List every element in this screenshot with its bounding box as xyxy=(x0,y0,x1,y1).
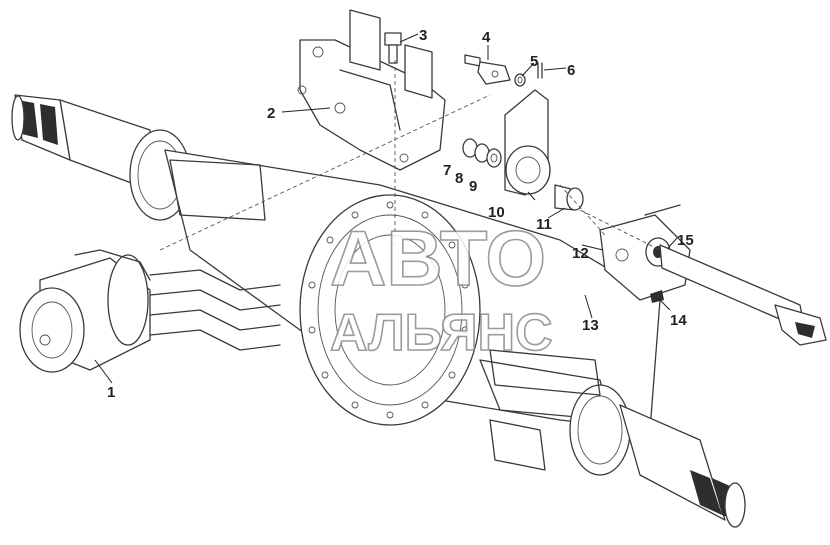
callout-4: 4 xyxy=(482,29,491,46)
grease-fitting xyxy=(650,290,664,303)
cotter-pin xyxy=(537,62,543,79)
mounting-chevrons xyxy=(149,269,281,351)
callout-15: 15 xyxy=(677,232,694,249)
callout-5: 5 xyxy=(530,53,538,70)
callout-1: 1 xyxy=(107,384,115,401)
bolt xyxy=(384,32,402,64)
slack-adjuster xyxy=(504,89,551,196)
callout-10: 10 xyxy=(488,204,505,221)
camshaft xyxy=(659,244,827,346)
callout-7: 7 xyxy=(443,162,451,179)
camshaft-support xyxy=(599,214,691,301)
callout-2: 2 xyxy=(267,105,275,122)
bushing xyxy=(554,184,584,211)
mounting-bracket xyxy=(297,9,446,171)
axle-housing xyxy=(11,94,746,528)
callout-12: 12 xyxy=(572,245,589,262)
callout-13: 13 xyxy=(582,317,599,334)
brake-chamber xyxy=(19,249,151,373)
callout-numbers: 1 2 3 4 5 6 7 8 9 10 11 12 13 14 15 xyxy=(107,27,694,401)
ring-bolt-holes xyxy=(308,201,469,419)
watermark: АВТО АЛЬЯНС xyxy=(329,213,553,363)
watermark-line1: АВТО xyxy=(330,214,546,302)
watermark-line2: АЛЬЯНС xyxy=(330,304,553,362)
seal-rings xyxy=(462,138,502,168)
callout-3: 3 xyxy=(419,27,427,44)
callout-leaders xyxy=(94,33,678,384)
assembly-lines xyxy=(159,60,661,251)
callout-9: 9 xyxy=(469,178,477,195)
clevis-pin xyxy=(464,54,511,85)
callout-8: 8 xyxy=(455,170,463,187)
callout-14: 14 xyxy=(670,312,687,329)
callout-6: 6 xyxy=(567,62,575,79)
callout-11: 11 xyxy=(536,216,552,233)
washer xyxy=(514,73,526,87)
